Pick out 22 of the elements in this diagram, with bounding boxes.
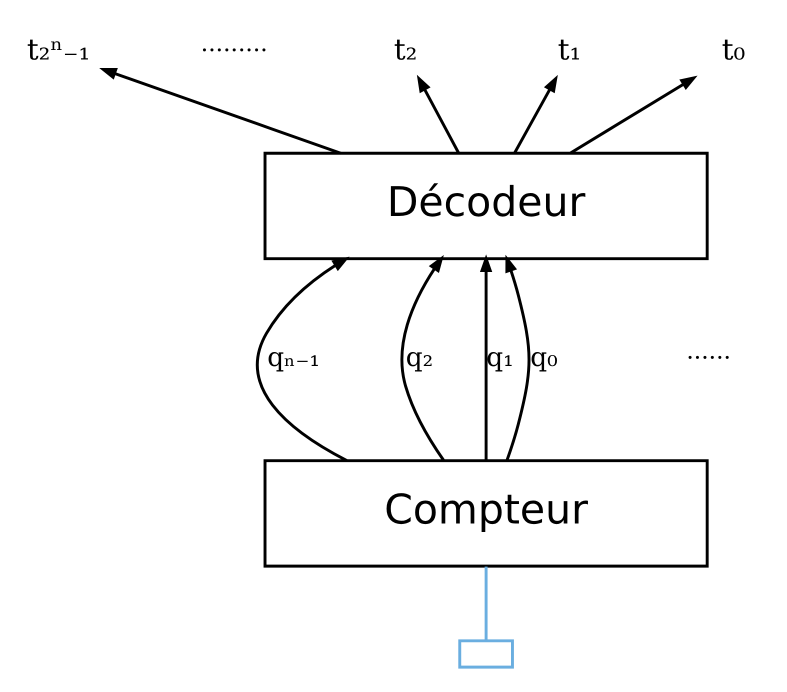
arrow bbox=[480, 254, 492, 460]
edge-label: qₙ₋₁ bbox=[267, 342, 320, 373]
label: ········· bbox=[200, 35, 268, 64]
edge-label: q₀ bbox=[530, 342, 558, 373]
arrow bbox=[99, 68, 342, 154]
node-text: t₂ⁿ₋₁ bbox=[26, 32, 90, 66]
node-text: t₂ bbox=[394, 32, 418, 66]
label: ······ bbox=[686, 342, 731, 371]
arrow bbox=[400, 254, 445, 460]
arrow bbox=[505, 254, 530, 460]
node-box: Décodeur bbox=[264, 151, 709, 260]
connector bbox=[484, 566, 488, 640]
node-box bbox=[458, 638, 514, 668]
arrow bbox=[513, 74, 558, 154]
arrow bbox=[416, 74, 460, 154]
node-box: Compteur bbox=[264, 458, 709, 568]
node-text: t₁ bbox=[558, 32, 582, 66]
edge-label: q₁ bbox=[486, 342, 514, 373]
arrow bbox=[256, 256, 350, 462]
arrow bbox=[570, 75, 698, 154]
node-text: t₀ bbox=[722, 32, 746, 66]
edge-label: q₂ bbox=[406, 342, 434, 373]
